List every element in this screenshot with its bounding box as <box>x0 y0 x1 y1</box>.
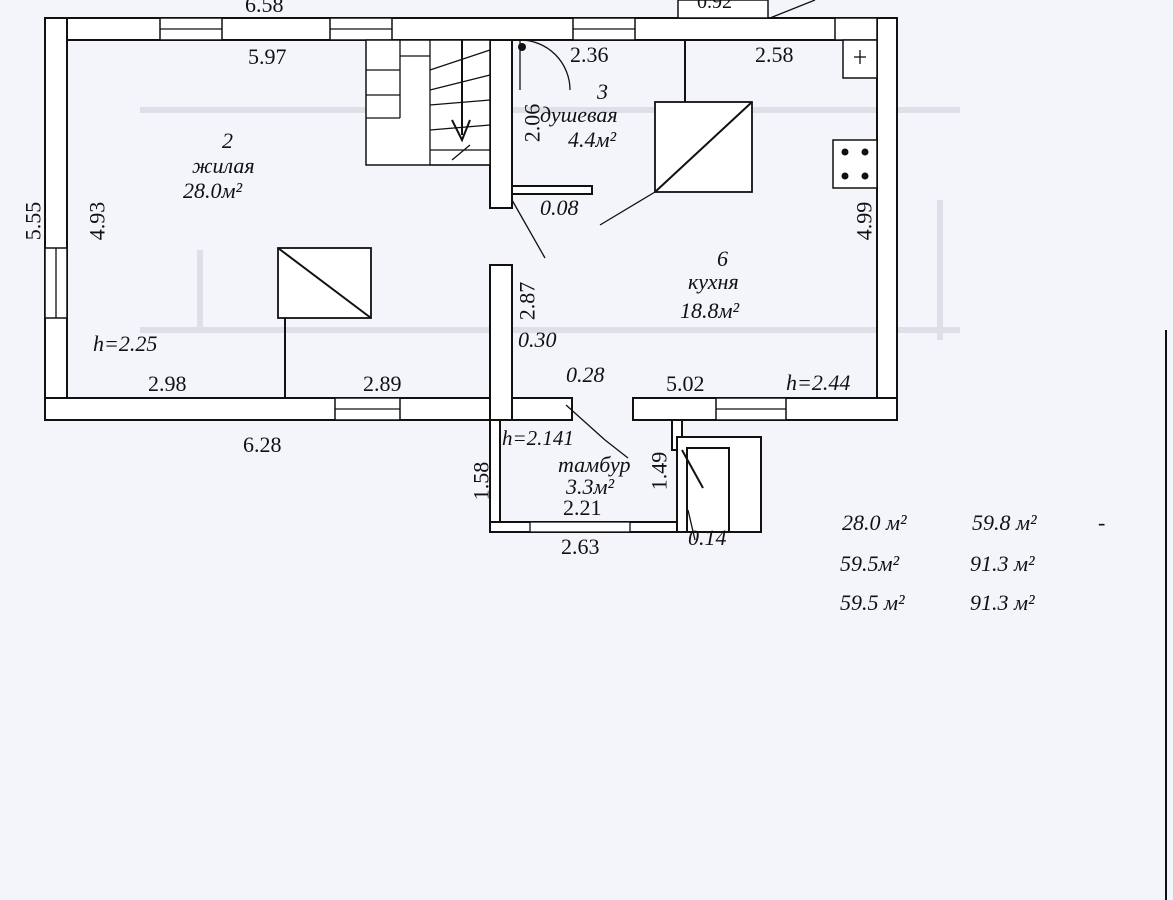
vestibule-name: тамбур <box>558 452 631 477</box>
dim-bottom-living-right: 2.89 <box>363 371 402 396</box>
dim-vestibule-inner: 2.21 <box>563 495 602 520</box>
shower-room-number: 3 <box>597 79 608 104</box>
shower-room-area: 4.4м² <box>568 127 617 152</box>
kitchen-room-height: h=2.44 <box>786 370 851 395</box>
kitchen-room-area: 18.8м² <box>680 298 740 323</box>
shower-room-name: душевая <box>540 102 618 127</box>
living-room-number: 2 <box>222 128 233 153</box>
dim-vestibule-step: 0.14 <box>688 525 727 550</box>
dim-partition-thickness: 0.30 <box>518 327 557 352</box>
living-room-height: h=2.25 <box>93 331 158 356</box>
dim-top-window: 0.92 <box>697 0 732 13</box>
dim-left-outer: 5.55 <box>20 201 46 241</box>
dim-top-outer: 6.58 <box>245 0 284 17</box>
vestibule-height: h=2.141 <box>502 426 574 450</box>
dim-top-shower: 2.36 <box>570 42 609 67</box>
summary-r2-c2: 91.3 м² <box>970 551 1035 576</box>
living-room-name: жилая <box>192 153 255 178</box>
dim-bottom-living-left: 2.98 <box>148 371 187 396</box>
windows <box>44 0 878 421</box>
summary-mark: - <box>1098 510 1106 535</box>
living-stove <box>277 247 372 398</box>
dim-vestibule-right: 1.49 <box>646 451 672 491</box>
summary-r1-c1: 28.0 м² <box>842 510 907 535</box>
kitchen-room-name: кухня <box>688 269 739 294</box>
dim-left-inner: 4.93 <box>84 201 110 241</box>
shower-room-fixtures <box>511 39 753 259</box>
summary-r3-c2: 91.3 м² <box>970 590 1035 615</box>
dim-top-living: 5.97 <box>248 44 287 69</box>
kitchen-room-number: 6 <box>717 246 728 271</box>
dim-partition: 2.87 <box>514 281 540 321</box>
dim-shower-wall: 0.08 <box>540 195 579 220</box>
kitchen-fixtures <box>832 39 878 189</box>
dim-vestibule-left: 1.58 <box>468 461 494 501</box>
dim-vestibule-wall: 0.28 <box>566 362 605 387</box>
vestibule-area: 3.3м² <box>566 474 615 499</box>
summary-r3-c1: 59.5 м² <box>840 590 905 615</box>
scan-ghost-lines <box>140 107 1167 900</box>
dim-bottom-kitchen: 5.02 <box>666 371 705 396</box>
vestibule-walls <box>489 404 762 541</box>
staircase <box>365 39 491 166</box>
living-room-area: 28.0м² <box>183 178 243 203</box>
dim-vestibule-outer: 2.63 <box>561 534 600 559</box>
dim-bottom-outer: 6.28 <box>243 432 282 457</box>
summary-r1-c2: 59.8 м² <box>972 510 1037 535</box>
dim-kitchen-right: 4.99 <box>851 201 877 241</box>
summary-r2-c1: 59.5м² <box>840 551 900 576</box>
dim-top-kitchen: 2.58 <box>755 42 794 67</box>
